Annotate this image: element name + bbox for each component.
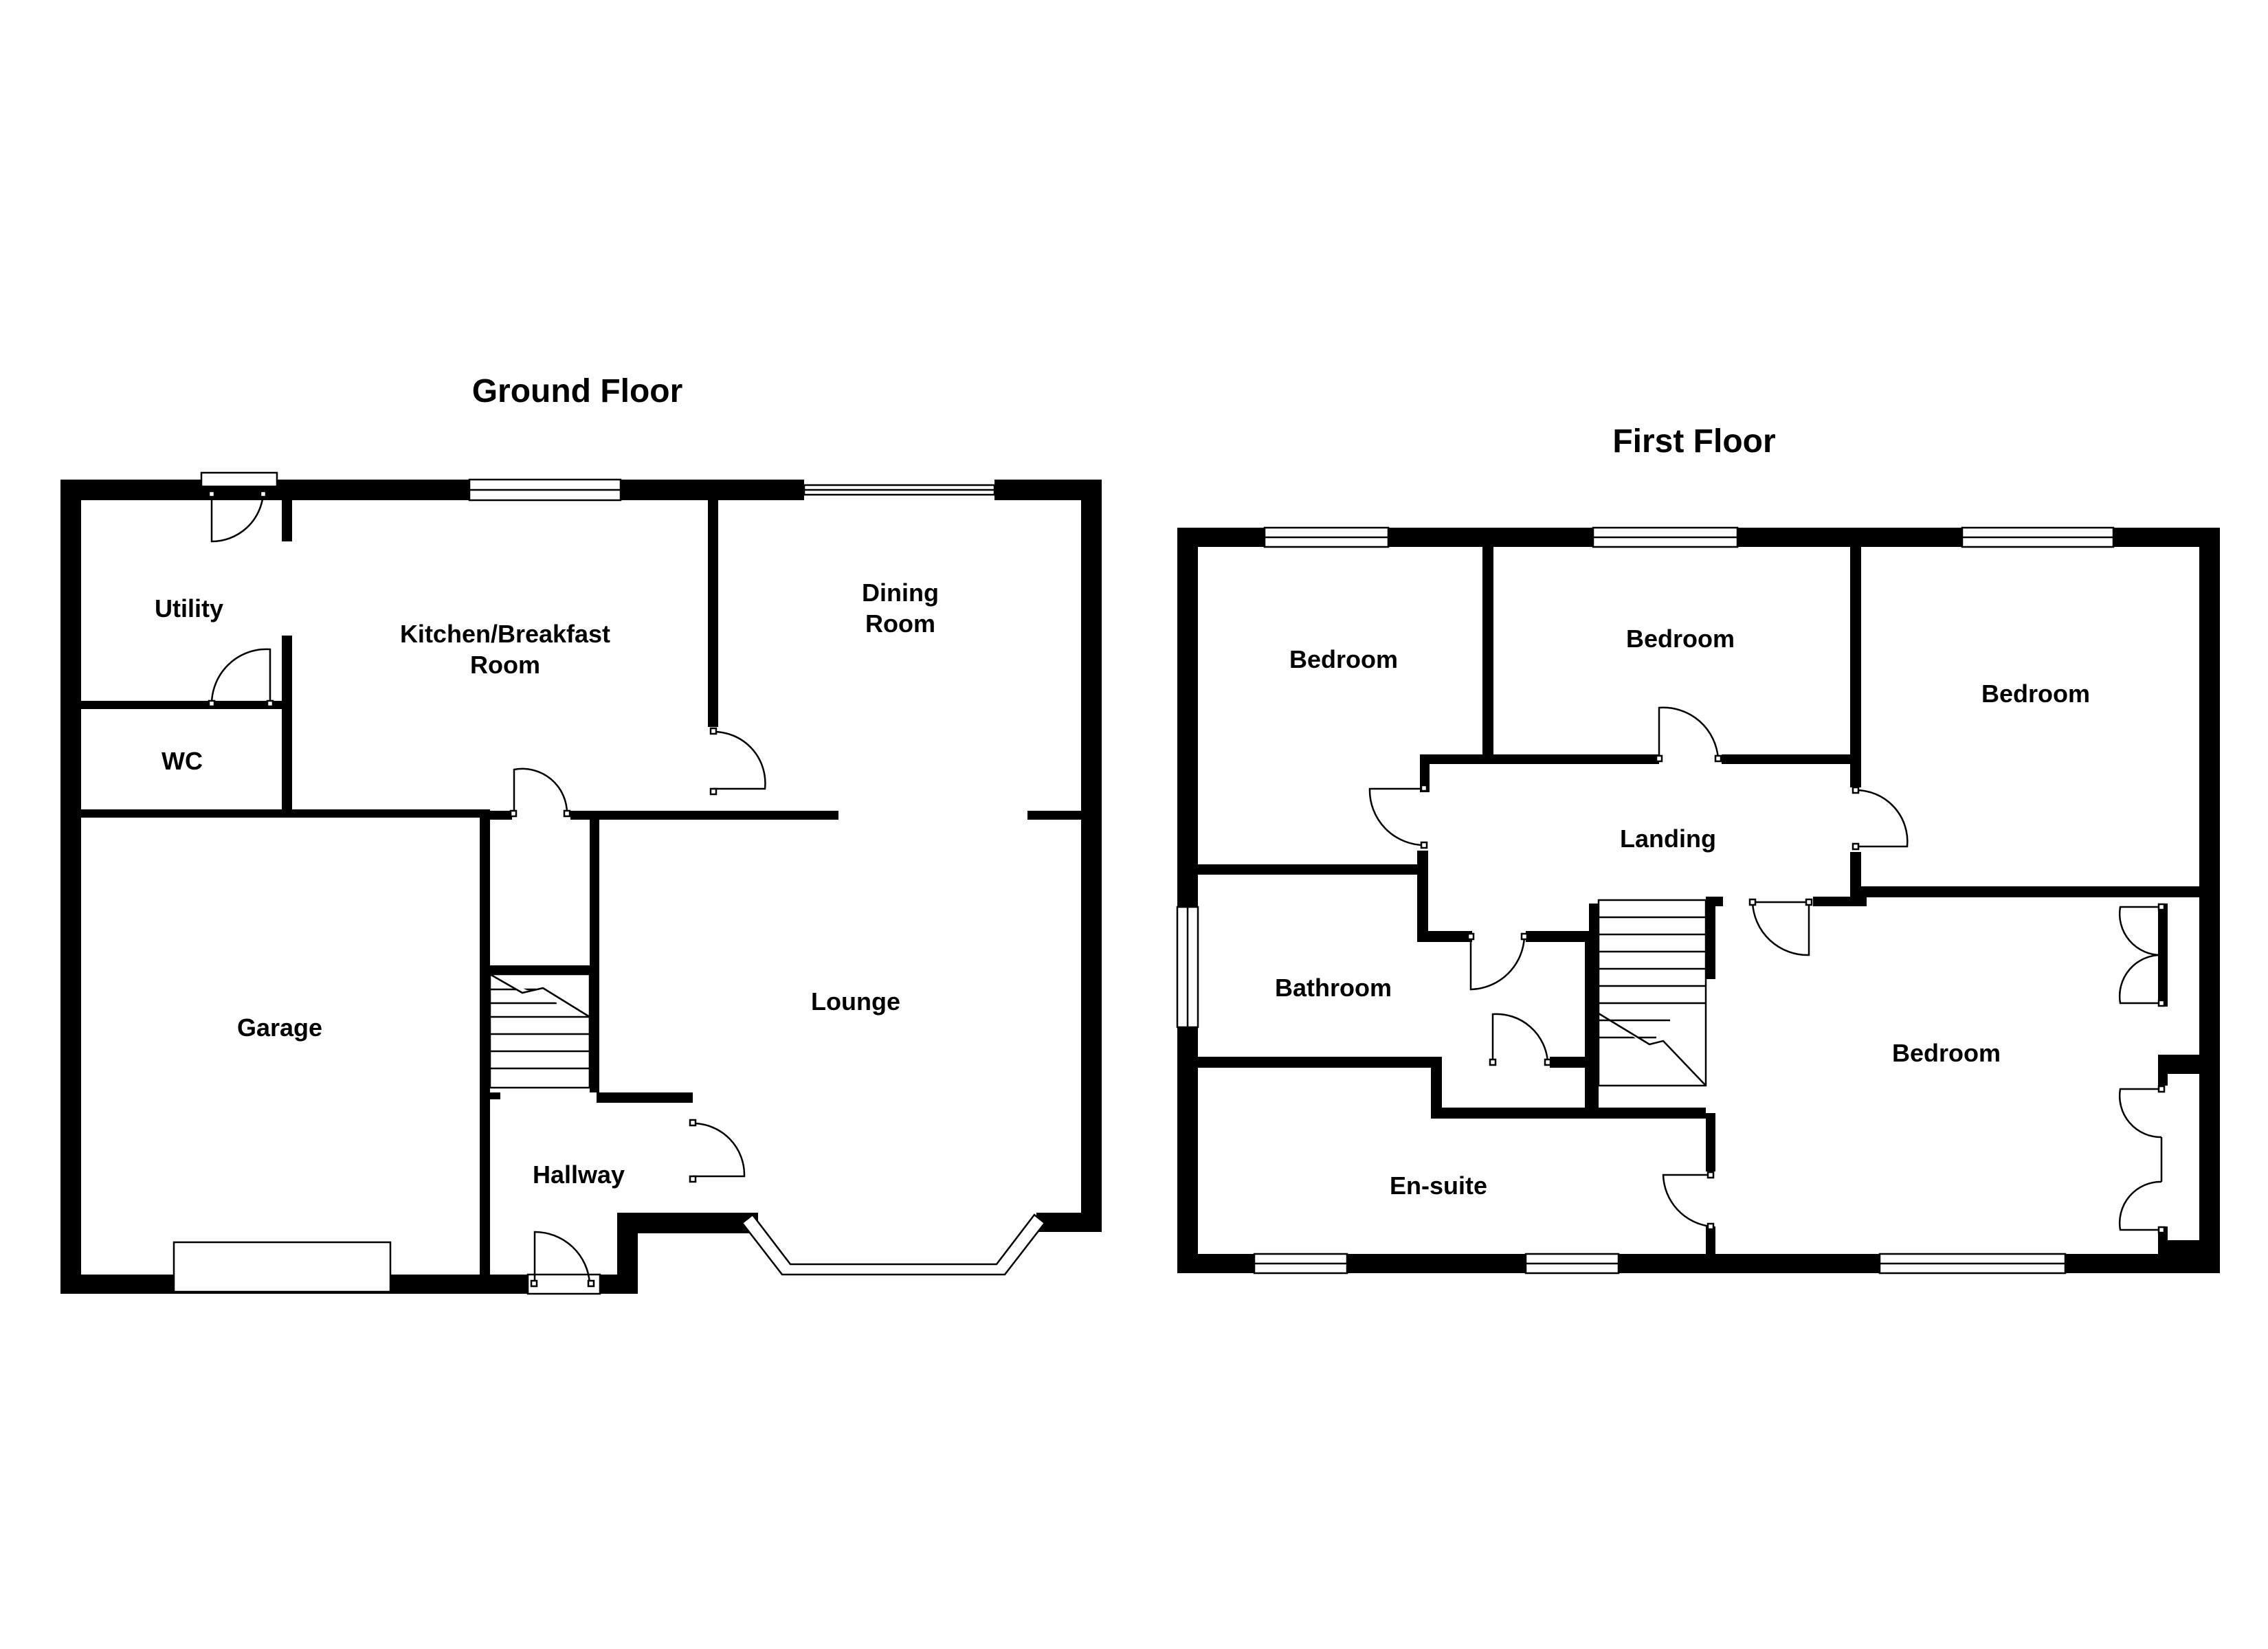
room-label-bathroom: Bathroom	[1275, 974, 1392, 1002]
room-label-lounge: Lounge	[811, 987, 900, 1016]
ground-floor-doors	[200, 471, 766, 1295]
first-floor-plan: First Floor	[1176, 423, 2220, 1275]
ground-floor-labels: Utility WC Kitchen/Breakfast Room Dining…	[155, 579, 939, 1189]
garage-door	[173, 1241, 392, 1293]
room-label-wc: WC	[162, 747, 203, 775]
first-floor-windows	[1176, 526, 2115, 1275]
room-label-bedroom-2: Bedroom	[1626, 625, 1735, 653]
lounge-bay-window	[741, 1213, 1046, 1276]
ground-floor-plan: Ground Floor	[60, 373, 1102, 1295]
ground-floor-windows	[173, 478, 1046, 1293]
room-label-dining-line1: Dining	[862, 579, 939, 607]
first-floor-staircase	[1597, 899, 1707, 1087]
room-label-ensuite: En-suite	[1390, 1171, 1487, 1200]
first-floor-labels: Bedroom Bedroom Bedroom Landing Bathroom…	[1275, 625, 2090, 1200]
room-label-kitchen-line1: Kitchen/Breakfast	[400, 620, 610, 648]
room-label-garage: Garage	[237, 1013, 322, 1042]
room-label-dining-line2: Room	[865, 609, 935, 638]
room-label-bedroom-1: Bedroom	[1289, 645, 1398, 673]
room-label-bedroom-4: Bedroom	[1892, 1039, 2001, 1067]
ground-floor-title: Ground Floor	[472, 373, 683, 410]
first-floor-title: First Floor	[1612, 423, 1775, 460]
room-label-hallway: Hallway	[533, 1160, 625, 1189]
room-label-bedroom-3: Bedroom	[1981, 680, 2090, 708]
room-label-kitchen-line2: Room	[470, 651, 540, 679]
ground-floor-staircase	[489, 973, 591, 1089]
first-floor-doors	[1368, 706, 2166, 1234]
room-label-landing: Landing	[1620, 824, 1716, 853]
room-label-utility: Utility	[155, 594, 223, 622]
